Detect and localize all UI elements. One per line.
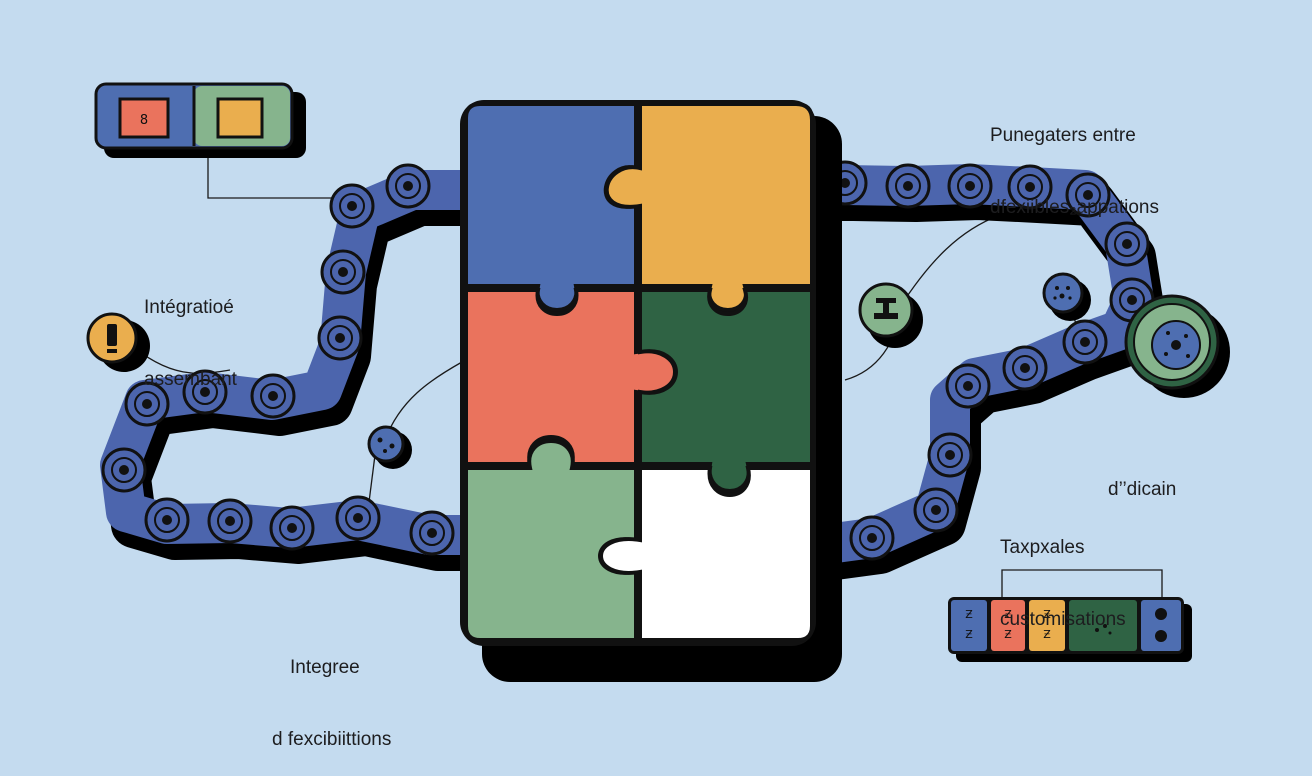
chain-roller-ring [279,515,305,541]
puzzle-piece-orange [604,102,814,312]
label-top-right: Punegaters entre dfexiibles₂appations [990,76,1159,244]
svg-text:Ƶ: Ƶ [965,608,973,621]
two-swatch-panel-icon: 8 [94,82,306,158]
chain-pin [963,381,973,391]
svg-text:Ƶ: Ƶ [1004,628,1012,641]
label-bottom-left-line-2: d fexcibiittions [272,729,392,750]
chain-roller-ring [345,505,371,531]
chain-roller-ring [395,173,421,199]
label-right-lower: Taxpxales customisations [1000,488,1126,656]
gear-reel-icon [1124,294,1230,398]
chain-roller-ring [957,173,983,199]
puzzle-piece-white [599,466,814,642]
chain-pin [287,523,297,533]
svg-text:Ƶ: Ƶ [1004,608,1012,621]
label-right-lower-line-2: customisations [1000,609,1126,630]
spark-dots-icon [1042,272,1091,321]
chain-pin [965,181,975,191]
chain-roller-ring [419,520,445,546]
label-right-middle-line-1: d’’dicain [1108,479,1177,500]
puzzle-piece-blue [464,102,638,312]
chain-roller-ring [1017,174,1043,200]
chain-roller-ring [859,525,885,551]
chain-roller-ring [111,457,137,483]
chain-roller-ring [937,442,963,468]
chain-pin [1025,182,1035,192]
chain-roller-ring [339,193,365,219]
chain-roller-ring [134,391,160,417]
chain-pin [1083,190,1093,200]
chain-pin [225,516,235,526]
label-left-upper: Intégratioé assembant [144,248,237,416]
chain-pin [931,505,941,515]
svg-text:Ƶ: Ƶ [965,628,973,641]
svg-text:Ƶ: Ƶ [1043,608,1051,621]
chain-pin [162,515,172,525]
chain-pin [1122,239,1132,249]
puzzle-piece-light-green [464,439,638,642]
chain-roller-ring [1114,231,1140,257]
chain-roller-ring [1119,287,1145,313]
chain-pin [840,178,850,188]
chain-pin [335,333,345,343]
chain-pin [353,513,363,523]
chain-roller-ring [1072,329,1098,355]
label-top-right-line-1: Punegaters entre [990,125,1136,146]
chain-pin [142,399,152,409]
label-left-upper-line-1: Intégratioé [144,297,234,318]
person-badge-icon [858,282,923,348]
chain-roller-ring [923,497,949,523]
chain-roller-ring [330,259,356,285]
chain-pin [338,267,348,277]
chain-roller-ring [955,373,981,399]
chain-roller-ring [192,379,218,405]
chain-pin [119,465,129,475]
chain-pin [1127,295,1137,305]
small-gear-icon [367,425,412,469]
chain-pin [867,533,877,543]
chain-pin [268,391,278,401]
chain-pin [200,387,210,397]
chain-roller-ring [327,325,353,351]
puzzle-board [460,100,842,682]
label-right-middle: d’’dicain [1108,430,1176,526]
chain-pin [1080,337,1090,347]
chain-pin [347,201,357,211]
label-left-upper-line-2: assembant [144,369,237,390]
label-bottom-left: Integree d fexcibiittions [272,608,391,776]
chain-roller-ring [895,173,921,199]
chain-pin [1020,363,1030,373]
chain-pin [403,181,413,191]
chain-pin [903,181,913,191]
exclamation-badge-icon [86,312,150,372]
swatch-palette-icon: ƵƵ ƵƵ ƵƵ [948,597,1192,662]
label-bottom-left-line-1: Integree [290,657,360,678]
modular-chain-diagram: 8 [86,82,1230,682]
svg-text:8: 8 [140,113,148,128]
chain-roller-ring [1075,182,1101,208]
chain-rollers [101,160,1155,561]
svg-text:Ƶ: Ƶ [1043,628,1051,641]
chain-pin [427,528,437,538]
chain-roller-ring [154,507,180,533]
chain-roller-ring [1012,355,1038,381]
chain-roller-ring [217,508,243,534]
label-right-lower-line-1: Taxpxales [1000,537,1085,558]
chain-roller-ring [260,383,286,409]
puzzle-piece-dark-green [638,288,814,493]
chain-pin [945,450,955,460]
label-top-right-line-2: dfexiibles₂appations [990,197,1159,218]
